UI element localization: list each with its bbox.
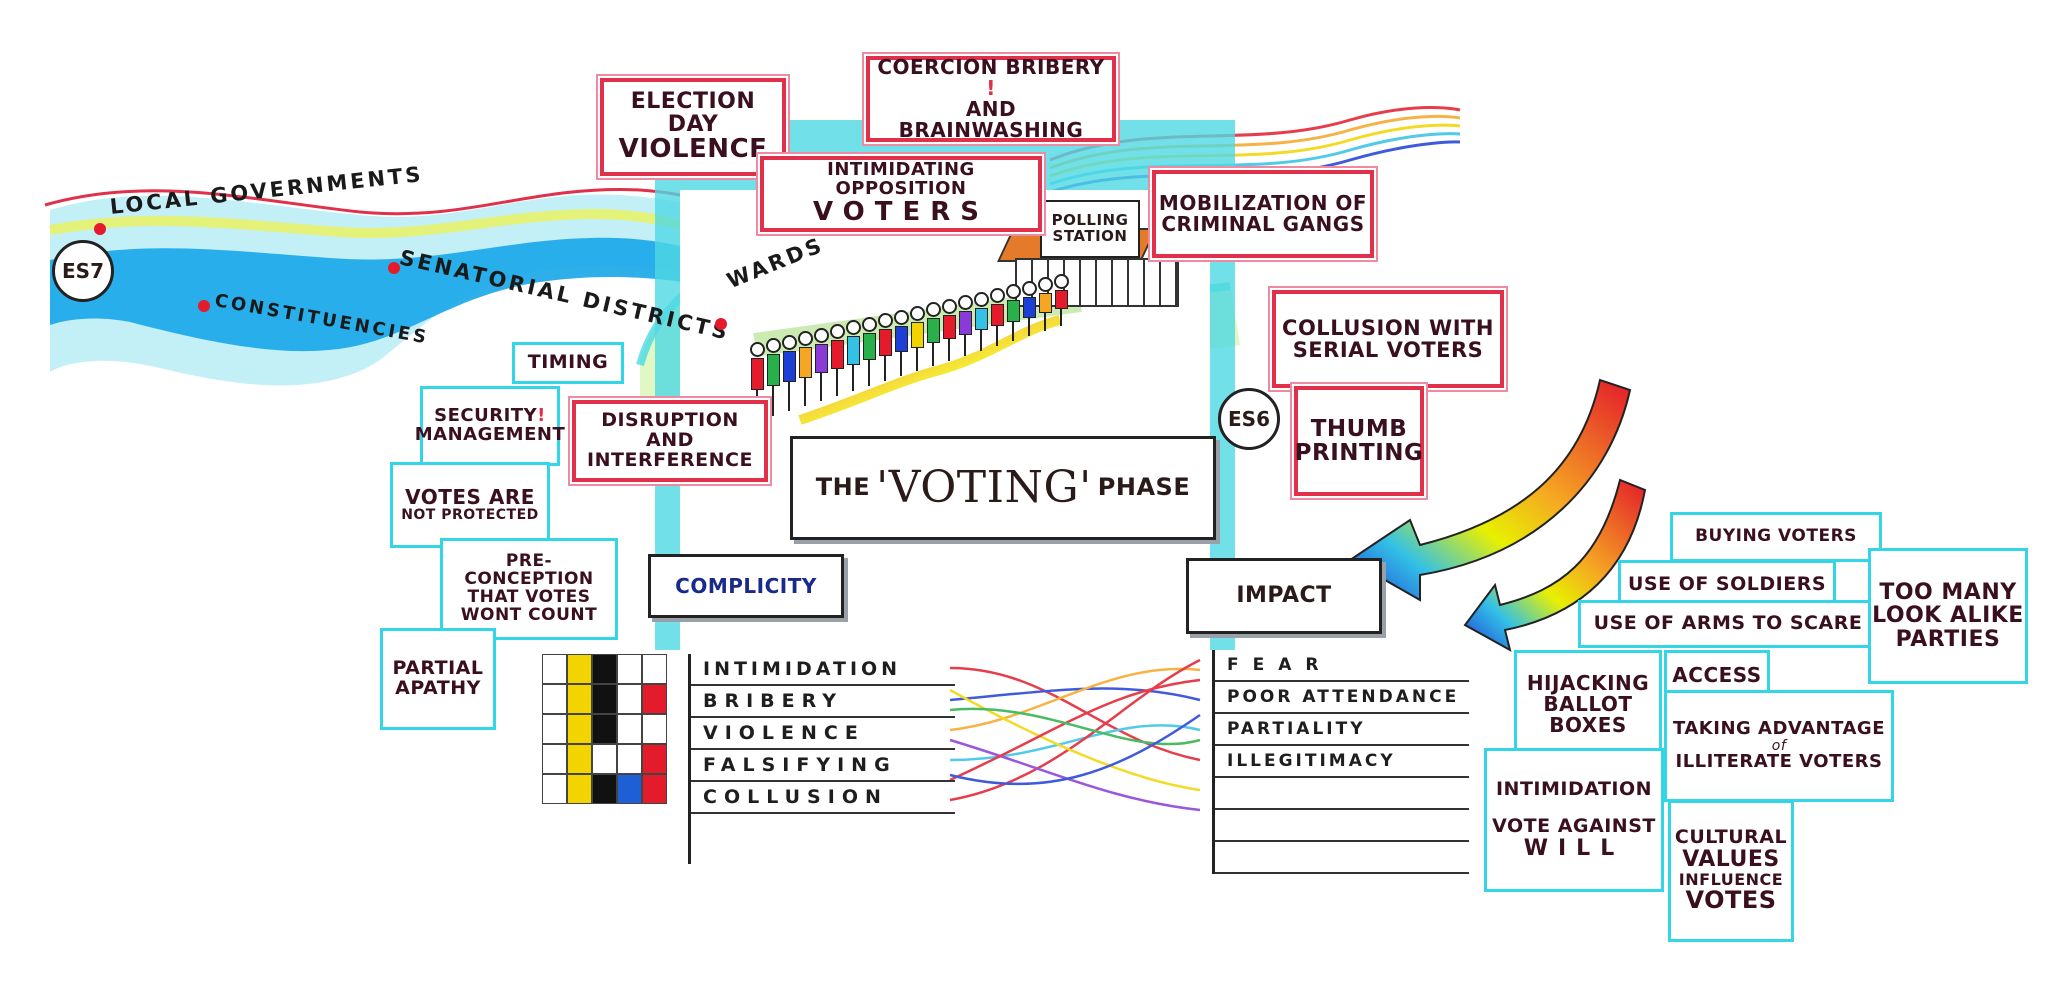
complicity-grid-cell	[567, 774, 592, 804]
box-security-management: SECURITY! MANAGEMENT	[415, 386, 565, 466]
complicity-grid-cell	[642, 654, 667, 684]
voter-figure	[1006, 284, 1021, 342]
title-prefix: THE	[815, 473, 871, 502]
voter-figure	[862, 316, 877, 387]
voter-figure	[926, 302, 941, 367]
voter-figure	[894, 309, 909, 377]
box-too-many-parties: TOO MANY LOOK ALIKE PARTIES	[1868, 548, 2028, 684]
box-cultural-values: CULTURAL VALUES INFLUENCE VOTES	[1668, 800, 1794, 942]
connection-lines	[949, 658, 1201, 812]
complicity-grid-cell	[642, 714, 667, 744]
box-intimidation-vote-against-will: INTIMIDATION VOTE AGAINST WILL	[1484, 748, 1664, 892]
impact-row	[1215, 778, 1469, 810]
polling-station-label: POLLING STATION	[1040, 200, 1140, 258]
complicity-grid-cell	[592, 774, 617, 804]
box-use-of-arms: USE OF ARMS TO SCARE	[1578, 600, 1878, 648]
complicity-grid-cell	[617, 744, 642, 774]
complicity-grid-cell	[592, 654, 617, 684]
voter-figure	[958, 295, 973, 357]
complicity-grid-cell	[617, 714, 642, 744]
box-partial-apathy: PARTIAL APATHY	[380, 628, 496, 730]
complicity-grid-cell	[642, 744, 667, 774]
impact-row	[1215, 842, 1469, 874]
river-inner	[50, 237, 740, 352]
complicity-grid-cell	[542, 744, 567, 774]
voter-figure	[846, 320, 861, 391]
complicity-grid-cell	[567, 744, 592, 774]
title-main: 'VOTING'	[876, 461, 1092, 513]
box-thumb-printing: THUMB PRINTING	[1294, 386, 1424, 496]
complicity-grid-cell	[567, 654, 592, 684]
complicity-list-tail	[691, 814, 955, 864]
voter-figure	[830, 324, 845, 396]
complicity-row: FALSIFYING	[691, 750, 955, 782]
complicity-grid-cell	[617, 654, 642, 684]
impact-row: PARTIALITY	[1215, 714, 1469, 746]
complicity-grid-cell	[592, 714, 617, 744]
impact-row: FEAR	[1215, 650, 1469, 682]
marker-es7: ES7	[52, 240, 114, 302]
voter-figure	[1038, 277, 1053, 332]
complicity-header: COMPLICITY	[648, 554, 844, 618]
box-coercion-bribery: COERCION BRIBERY ! AND BRAINWASHING	[866, 56, 1116, 142]
box-votes-not-protected: VOTES ARE NOT PROTECTED	[390, 462, 550, 548]
complicity-grid-cell	[592, 744, 617, 774]
impact-header: IMPACT	[1186, 558, 1382, 634]
voter-figure	[878, 313, 893, 382]
impact-row: ILLEGITIMACY	[1215, 746, 1469, 778]
voter-figure	[1022, 280, 1037, 337]
box-timing: TIMING	[512, 342, 624, 384]
voter-figure	[814, 327, 829, 401]
complicity-grid-cell	[592, 684, 617, 714]
complicity-grid-cell	[617, 684, 642, 714]
voter-figure	[974, 291, 989, 352]
complicity-row: COLLUSION	[691, 782, 955, 814]
region-dot-local	[94, 223, 106, 235]
complicity-grid-cell	[567, 684, 592, 714]
voter-figure	[1054, 273, 1069, 327]
box-intimidating-opposition: INTIMIDATING OPPOSITION VOTERS	[760, 156, 1042, 232]
box-buying-voters: BUYING VOTERS	[1670, 512, 1882, 562]
region-dot-senatorial	[388, 262, 400, 274]
voter-figure	[766, 338, 781, 416]
complicity-grid-cell	[542, 774, 567, 804]
complicity-grid-cell	[542, 684, 567, 714]
complicity-grid-cell	[542, 654, 567, 684]
title-suffix: PHASE	[1097, 473, 1191, 502]
box-collusion-serial-voters: COLLUSION WITH SERIAL VOTERS	[1272, 290, 1504, 388]
box-election-day-violence: ELECTION DAY VIOLENCE	[600, 78, 786, 176]
arrow-lower	[1463, 478, 1647, 652]
complicity-grid-cell	[617, 774, 642, 804]
complicity-row: BRIBERY	[691, 686, 955, 718]
complicity-grid-cell	[642, 774, 667, 804]
box-hijacking-ballot-boxes: HIJACKING BALLOT BOXES	[1514, 650, 1662, 758]
box-preconception: PRE-CONCEPTION THAT VOTES WONT COUNT	[440, 538, 618, 640]
arrow-upper	[1348, 378, 1632, 602]
complicity-row: VIOLENCE	[691, 718, 955, 750]
voter-figure	[990, 288, 1005, 347]
marker-es6: ES6	[1218, 388, 1280, 450]
queue-rainbow-path	[798, 315, 1062, 425]
voter-figure	[910, 306, 925, 372]
box-mobilization-gangs: MOBILIZATION OF CRIMINAL GANGS	[1152, 170, 1374, 258]
complicity-grid-cell	[567, 714, 592, 744]
complicity-row: INTIMIDATION	[691, 654, 955, 686]
box-disruption-interference: DISRUPTION AND INTERFERENCE	[572, 400, 768, 482]
box-taking-advantage: TAKING ADVANTAGE of ILLITERATE VOTERS	[1664, 690, 1894, 802]
title-box: THE 'VOTING' PHASE	[790, 436, 1216, 540]
impact-row: POOR ATTENDANCE	[1215, 682, 1469, 714]
impact-row	[1215, 810, 1469, 842]
voter-figure	[782, 334, 797, 411]
complicity-grid-cell	[642, 684, 667, 714]
voter-queue-figures	[750, 272, 1080, 421]
region-dot-wards	[715, 318, 727, 330]
complicity-grid-cell	[542, 714, 567, 744]
voter-figure	[942, 298, 957, 362]
region-dot-constituencies	[198, 300, 210, 312]
voter-figure	[798, 331, 813, 406]
